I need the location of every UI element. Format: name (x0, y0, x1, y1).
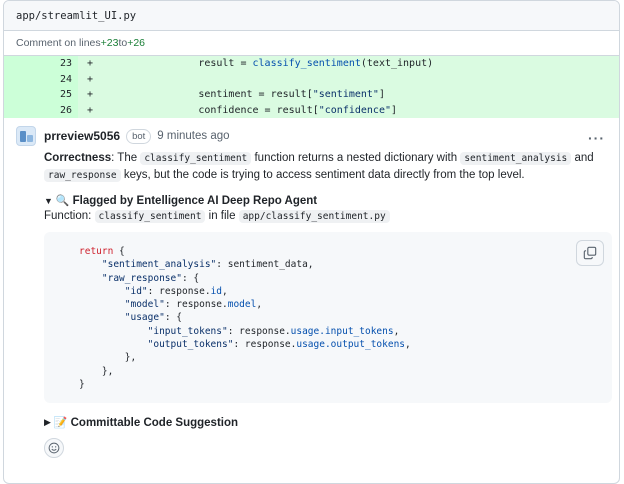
magnifier-icon: 🔍 (55, 195, 70, 207)
copy-button[interactable] (576, 240, 604, 266)
pr-review-thread: app/streamlit_UI.py Comment on lines +23… (3, 0, 620, 484)
diff-line[interactable]: 26 + confidence = result["confidence"] (4, 102, 619, 118)
range-end: +26 (127, 37, 146, 49)
code-suggestion-toggle[interactable]: ▶ 📝 Committable Code Suggestion (44, 416, 239, 430)
add-reaction-button[interactable] (44, 438, 64, 458)
line-number[interactable]: 26 (4, 102, 78, 118)
flagged-details-toggle[interactable]: ▼ 🔍 Flagged by Entelligence AI Deep Repo… (44, 194, 318, 208)
function-info: Function: classify_sentiment in file app… (16, 210, 607, 223)
triangle-right-icon: ▶ (44, 417, 51, 427)
code-block: return { "sentiment_analysis": sentiment… (44, 232, 612, 403)
memo-icon: 📝 (53, 417, 68, 429)
diff-line[interactable]: 25 + sentiment = result["sentiment"] (4, 87, 619, 103)
line-number[interactable]: 25 (4, 87, 78, 103)
comment-body: Correctness: The classify_sentiment func… (44, 152, 594, 182)
line-number[interactable]: 23 (4, 56, 78, 72)
smiley-icon (48, 442, 60, 454)
username-link[interactable]: prreview5056 (44, 129, 121, 143)
comment-lines-label: Comment on lines +23 to +26 (4, 31, 619, 56)
file-path-header[interactable]: app/streamlit_UI.py (4, 1, 619, 31)
diff-line[interactable]: 24 + (4, 71, 619, 87)
review-comment: prreview5056 bot 9 minutes ago ··· Corre… (4, 122, 619, 458)
avatar[interactable] (16, 126, 36, 146)
diff-line[interactable]: 23 + result = classify_sentiment(text_in… (4, 56, 619, 72)
bot-badge: bot (126, 128, 152, 144)
triangle-down-icon: ▼ (44, 195, 53, 206)
copy-icon (583, 246, 597, 260)
timestamp[interactable]: 9 minutes ago (157, 130, 230, 142)
file-path[interactable]: app/streamlit_UI.py (16, 9, 137, 22)
line-number[interactable]: 24 (4, 71, 78, 87)
comment-header: prreview5056 bot 9 minutes ago (16, 122, 607, 150)
diff-hunk: 23 + result = classify_sentiment(text_in… (4, 56, 619, 118)
range-start: +23 (100, 37, 119, 49)
more-options-icon[interactable]: ··· (588, 130, 605, 146)
